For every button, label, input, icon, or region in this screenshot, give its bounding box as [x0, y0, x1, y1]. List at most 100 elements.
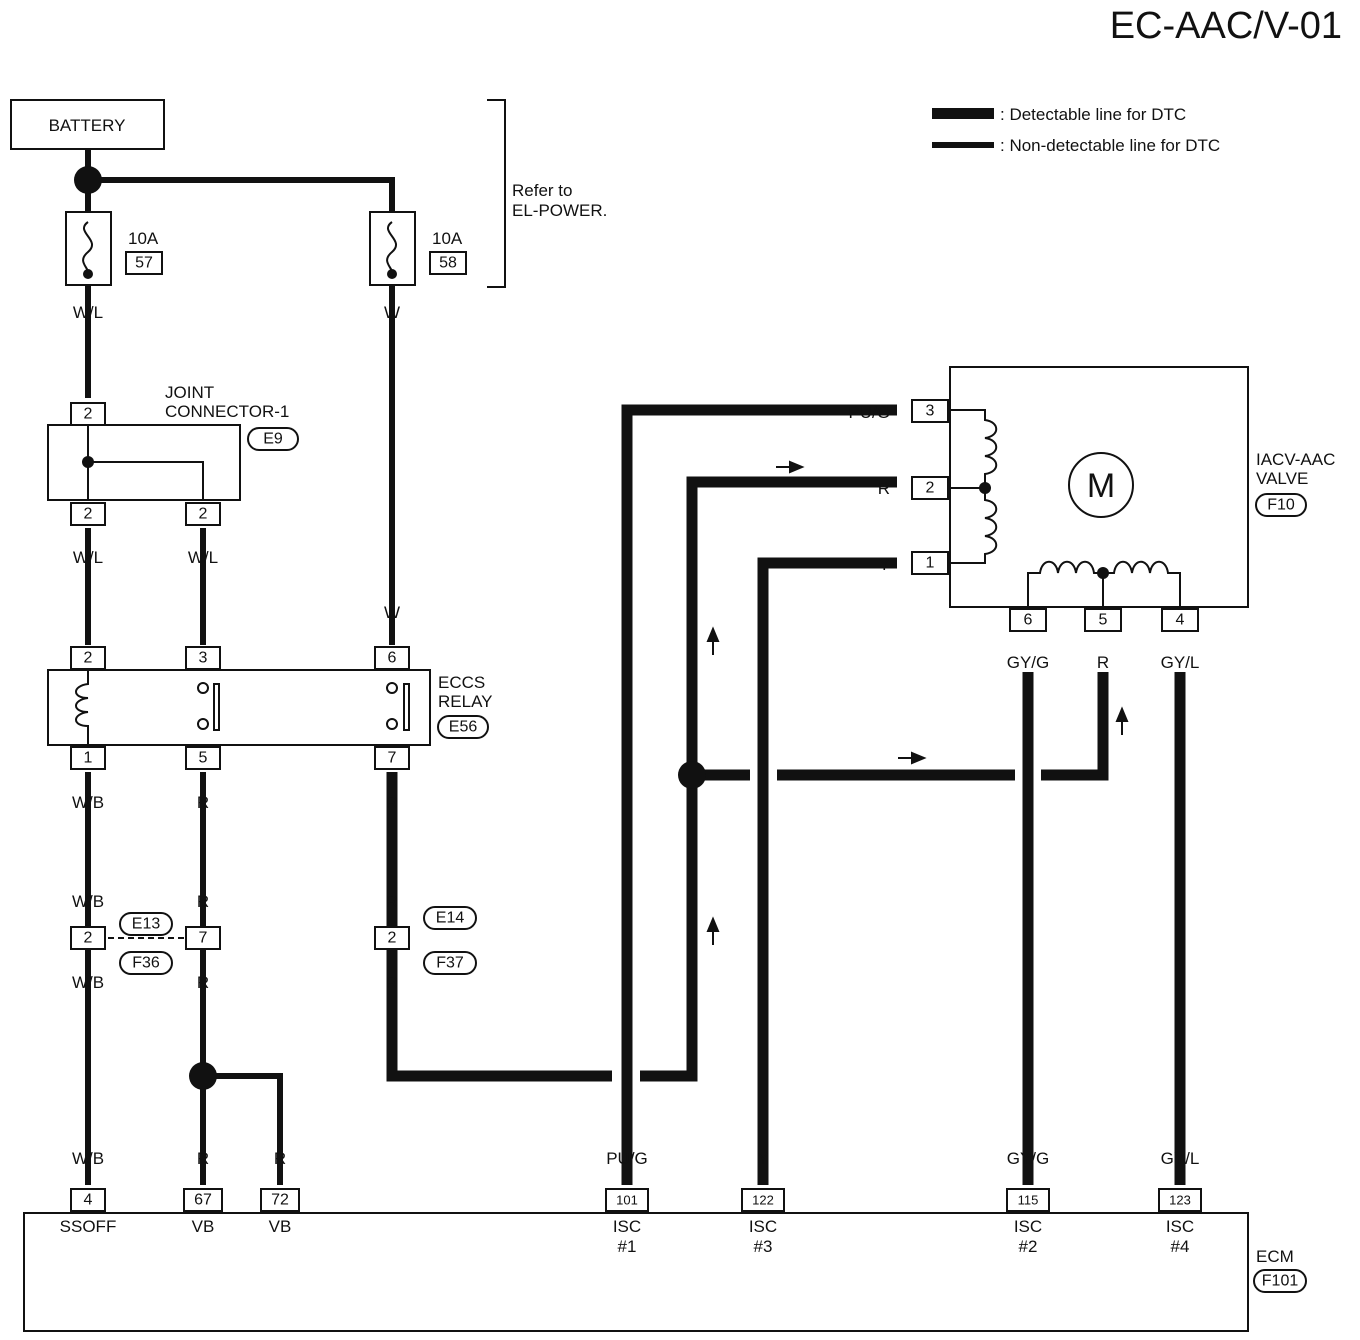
ecm-connector-id: F101 [1262, 1273, 1299, 1290]
ecm-pin-72: 72 [271, 1192, 289, 1209]
iacv-pin-1: 1 [926, 555, 935, 572]
iacv-pin-4: 4 [1176, 612, 1185, 629]
relay-switch-1 [213, 683, 220, 731]
jc-pin-bot-right: 2 [199, 506, 208, 523]
battery-splice-dot [74, 166, 102, 194]
harness-id-e13: E13 [132, 916, 161, 933]
wire-label-wl-3: W/L [188, 548, 218, 567]
harness-pin-2-box [185, 926, 221, 950]
wire-label-w-2: W [384, 603, 400, 622]
legend-detectable-label: : Detectable line for DTC [1000, 105, 1186, 124]
ecm-term-isc4-sub: #4 [1171, 1237, 1190, 1256]
harness-pin-1: 2 [84, 930, 93, 947]
ecm-body [23, 1212, 1249, 1332]
ecm-pin-67: 67 [194, 1192, 212, 1209]
harness-pin-1-box [70, 926, 106, 950]
relay-contact-2a [386, 682, 398, 694]
eccs-relay-body [47, 669, 431, 746]
wire-label-w-1: W [384, 303, 400, 322]
iacv-connector-id: F10 [1267, 497, 1295, 514]
wire-label-pug-1: PU/G [848, 403, 890, 422]
wire-label-wl-1: W/L [73, 303, 103, 322]
harness-id-e14: E14 [436, 910, 465, 927]
iacv-connector-id-oval [1255, 493, 1307, 517]
ecm-term-isc1-sub: #1 [618, 1237, 637, 1256]
iacv-pin-3: 3 [926, 403, 935, 420]
wire-label-r-1: R [197, 793, 209, 812]
relay-name-line1: ECCS [438, 673, 485, 692]
wire-label-pug-2: PU/G [606, 1149, 648, 1168]
ecm-pin-72-box [260, 1188, 300, 1212]
harness-id-f36-oval [119, 951, 173, 975]
harness-connectors: 2 7 2 E13 F36 E14 F37 [70, 906, 477, 975]
iacv-pin-6-box [1009, 608, 1047, 632]
fuse-57-number: 57 [135, 255, 153, 272]
wire-battery-feed [85, 150, 395, 212]
fuse-58-terminal [387, 269, 397, 279]
jc-connector-id-oval [247, 427, 299, 451]
fuse-57-rating: 10A [128, 229, 159, 248]
jc-pin-top: 2 [84, 406, 93, 423]
iacv-coil-bottom-center [1097, 567, 1109, 579]
ecm-pin-123-box [1158, 1188, 1202, 1212]
wire-label-gyg-2: GY/G [1007, 1149, 1050, 1168]
relay-name-line2: RELAY [438, 692, 493, 711]
fuse-57: 10A 57 [65, 211, 163, 286]
iacv-coil-lower [950, 487, 998, 564]
fuse-58-rating: 10A [432, 229, 463, 248]
ecm-term-isc2: ISC [1014, 1217, 1042, 1236]
harness-pin-3: 2 [388, 930, 397, 947]
arrow-up-2 [706, 916, 720, 945]
wire-r-junction-to-pin5 [692, 672, 1109, 781]
relay-pin-bot-2-box [185, 746, 221, 770]
harness-id-e13-oval [119, 912, 173, 936]
relay-pin-bot-1: 1 [84, 750, 93, 767]
wire-label-r-8: R [1097, 653, 1109, 672]
wire-label-r-9: R [197, 1149, 209, 1168]
refer-bracket [487, 99, 506, 288]
ecm-term-isc3: ISC [749, 1217, 777, 1236]
wire-label-y-1: Y [879, 555, 890, 574]
iacv-pin-6: 6 [1024, 612, 1033, 629]
fuse-57-symbol [82, 221, 94, 275]
relay-connector-id-oval [437, 715, 489, 739]
wire-label-r-4: R [386, 892, 398, 911]
ecm-name: ECM [1256, 1247, 1294, 1266]
iacv-name-line2: VALVE [1256, 469, 1308, 488]
eccs-relay-coil [75, 670, 89, 745]
iacv-coil-left [1027, 560, 1103, 607]
ecm-term-isc4: ISC [1166, 1217, 1194, 1236]
iacv-name-line1: IACV-AAC [1256, 450, 1335, 469]
wire-label-r-7: R [878, 479, 890, 498]
wire-label-wb-4: W/B [72, 1149, 104, 1168]
relay-contact-1b [197, 718, 209, 730]
jc-pin-top-box [70, 402, 106, 426]
harness-id-f37-oval [423, 951, 477, 975]
iacv-coil-center-tap [979, 482, 991, 494]
harness-id-e14-oval [423, 906, 477, 930]
wire-label-r-5: R [197, 973, 209, 992]
fuse-57-terminal [83, 269, 93, 279]
iacv-aac-valve: M 3 2 1 6 5 4 IACV-AAC VALVE F10 [911, 366, 1335, 632]
jc-pin-bot-left-box [70, 502, 106, 526]
jc-connector-id: E9 [263, 431, 283, 448]
fuse-58-symbol [386, 221, 398, 275]
relay-pin-bot-1-box [70, 746, 106, 770]
wire-label-wb-1: W/B [72, 793, 104, 812]
iacv-pin-2: 2 [926, 480, 935, 497]
wire-label-gyl-1: GY/L [1161, 653, 1200, 672]
ecm-pin-4: 4 [84, 1192, 93, 1209]
iacv-pin-4-box [1161, 608, 1199, 632]
arrow-right-mid [898, 751, 927, 765]
relay-pin-top-3: 6 [388, 650, 397, 667]
legend: : Detectable line for DTC : Non-detectab… [932, 105, 1220, 155]
motor-symbol [1068, 452, 1134, 518]
fuse-58: 10A 58 [369, 211, 467, 286]
legend-non-detectable-swatch [932, 142, 994, 148]
wire-label-r-6: R [386, 973, 398, 992]
battery-box [10, 99, 165, 150]
refer-note-line2: EL-POWER. [512, 201, 607, 220]
fuse-58-number-box [429, 251, 467, 275]
battery: BATTERY [10, 99, 165, 194]
